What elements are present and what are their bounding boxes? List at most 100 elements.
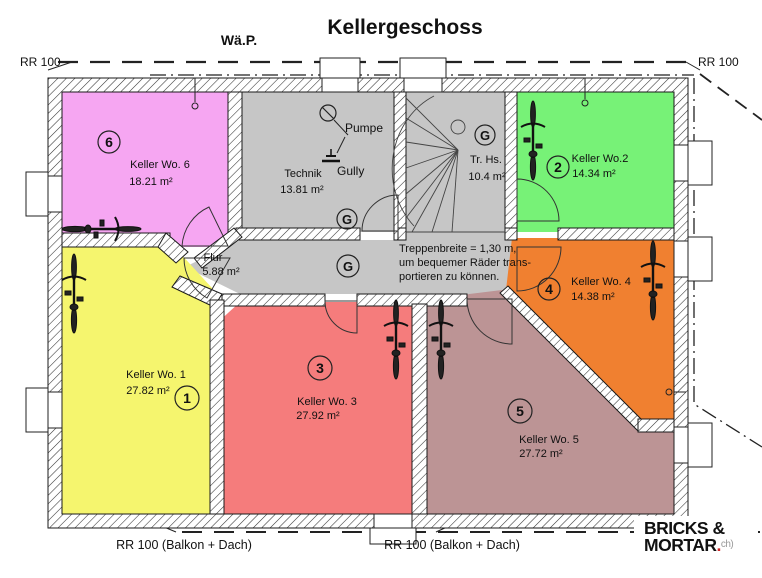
spiral-staircase — [391, 95, 505, 233]
window-icon — [47, 391, 63, 429]
room-wo4-floor — [506, 238, 680, 424]
stair-note-line1: Treppenbreite = 1,30 m, — [399, 243, 516, 255]
stair-note-line2: um bequemer Räder trans- — [399, 257, 531, 269]
badge-circle-wo6 — [97, 130, 121, 154]
window-icon — [687, 140, 713, 186]
room-wo6-floor — [56, 85, 232, 247]
room-badges — [97, 124, 570, 424]
wall-technik-stairs — [393, 91, 407, 241]
badge-circle-wo3 — [307, 355, 333, 381]
room-wo2-number: 2 — [554, 159, 562, 175]
pump-icon — [319, 104, 337, 122]
badge-circle-wo5 — [507, 398, 533, 424]
room-technik-area: 13.81 m² — [280, 184, 324, 196]
wall-diag-tip-upper — [157, 232, 189, 264]
room-wo3-number: 3 — [316, 360, 324, 376]
wall-wo1-wo3 — [209, 299, 225, 515]
window-icon — [25, 387, 49, 433]
g-mark-flur: G — [343, 259, 353, 274]
wall-wo4-bottom-stub — [637, 418, 675, 433]
room-wo2-name: Keller Wo.2 — [572, 153, 629, 165]
pumpe-label: Pumpe — [345, 121, 383, 135]
room-wo4-name: Keller Wo. 4 — [571, 276, 631, 288]
wall-green-bottom-b — [557, 227, 675, 241]
stair-note-line3: portieren zu können. — [399, 271, 499, 283]
room-flur-area: 5.88 m² — [202, 266, 240, 278]
gully-label: Gully — [337, 164, 364, 178]
survey-point-icon — [665, 388, 673, 396]
room-flur-floor — [185, 240, 512, 294]
room-wo3-name: Keller Wo. 3 — [297, 396, 357, 408]
rr-top-right-label: RR 100 — [698, 55, 739, 69]
window-icon — [403, 77, 443, 93]
window-icon — [673, 240, 689, 278]
window-icon — [399, 57, 447, 79]
bricks-mortar-logo: BRICKS & MORTAR.ch) — [634, 516, 752, 556]
page-title: Kellergeschoss — [327, 16, 482, 39]
window-icon — [25, 171, 49, 217]
door-arc-technik — [361, 194, 399, 232]
room-wo4-area: 14.38 m² — [571, 291, 615, 303]
wall-flur-top-a — [235, 227, 361, 241]
room-wo2-area: 14.34 m² — [572, 168, 616, 180]
room-wo1-floor — [56, 240, 212, 518]
room-wo6-number: 6 — [105, 134, 113, 150]
room-wo3-floor — [216, 302, 424, 518]
room-trhs-area: 10.4 m² — [468, 171, 506, 183]
doors — [181, 178, 562, 345]
rr-bottom-right-label: RR 100 (Balkon + Dach) — [384, 538, 520, 552]
window-icon — [47, 175, 63, 213]
survey-point-icon — [581, 99, 589, 107]
window-icon — [321, 77, 359, 93]
room-floors — [56, 85, 680, 518]
door-arc-wo6 — [181, 206, 229, 247]
window-icon — [687, 422, 713, 468]
room-wo3-area: 27.92 m² — [296, 410, 340, 422]
badge-circle-g-technik — [336, 208, 358, 230]
door-arc-wo2 — [516, 178, 560, 222]
room-technik-floor — [236, 85, 398, 232]
room-trhs-name: Tr. Hs. — [470, 154, 502, 166]
logo-line1: BRICKS & — [644, 518, 725, 538]
badge-circle-g-flur — [336, 254, 360, 278]
badge-circle-wo4 — [537, 277, 561, 301]
door-arc-wo5 — [466, 298, 513, 345]
room-wo1-area: 27.82 m² — [126, 385, 170, 397]
room-wo5-floor — [420, 290, 680, 518]
wall-wo3-wo5 — [411, 303, 428, 515]
room-flur-name: Flur — [204, 252, 223, 264]
door-arc-wo1 — [183, 257, 231, 299]
windows — [25, 57, 713, 545]
rr-bottom-left-label: RR 100 (Balkon + Dach) — [116, 538, 252, 552]
room-wo1-name: Keller Wo. 1 — [126, 369, 186, 381]
room-wo6-name: Keller Wo. 6 — [130, 159, 190, 171]
room-wo2-floor — [512, 85, 680, 232]
wall-stairs-green — [504, 91, 518, 241]
gully-icon — [322, 149, 340, 163]
room-wo4-number: 4 — [545, 281, 553, 297]
door-arc-wo3 — [324, 300, 358, 334]
window-icon — [319, 57, 361, 79]
rr-top-left-label: RR 100 — [20, 55, 61, 69]
room-wo5-number: 5 — [516, 403, 524, 419]
badge-circle-wo1 — [174, 385, 200, 411]
window-icon — [373, 513, 413, 529]
window-icon — [687, 236, 713, 282]
wall-green-bottom-a — [504, 227, 518, 241]
badge-circle-wo2 — [546, 155, 570, 179]
survey-point-icon — [191, 102, 199, 110]
room-wo5-name: Keller Wo. 5 — [519, 434, 579, 446]
wall-flur-bottom-a — [221, 293, 326, 307]
symbols — [191, 78, 686, 396]
wall-flur-top-b — [397, 227, 407, 241]
logo-line2: MORTAR.ch) — [644, 535, 733, 555]
g-mark-stairs: G — [480, 128, 490, 143]
waep-label: Wä.P. — [221, 32, 257, 48]
badge-circle-g-stairs — [474, 124, 496, 146]
room-wo1-number: 1 — [183, 390, 191, 406]
room-wo5-area: 27.72 m² — [519, 448, 563, 460]
window-icon — [673, 144, 689, 182]
window-icon — [673, 426, 689, 464]
